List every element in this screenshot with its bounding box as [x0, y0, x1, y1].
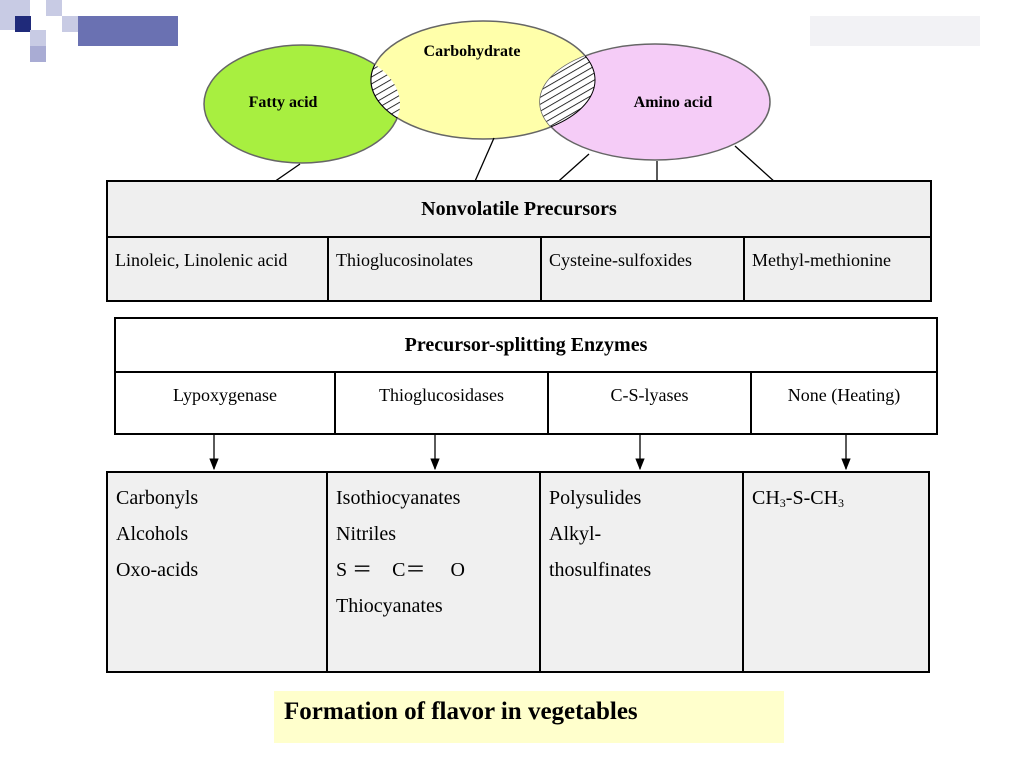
precursor-cell: Thioglucosinolates [327, 236, 542, 302]
products-col-3: Polysulides Alkyl- thosulfinates [539, 471, 744, 673]
logo-squares [0, 0, 178, 62]
products-table: Carbonyls Alcohols Oxo-acids Isothiocyan… [106, 471, 930, 673]
product-formula: CH3-S-CH3 [752, 487, 845, 510]
product-item: Thiocyanates [336, 595, 443, 617]
product-item: Carbonyls [116, 487, 199, 509]
precursors-table: Nonvolatile Precursors Linoleic, Linolen… [106, 180, 932, 302]
enzyme-cell: None (Heating) [750, 371, 938, 435]
product-item: Alkyl- [549, 523, 602, 545]
product-item: thosulfinates [549, 559, 652, 581]
decorative-bar [810, 16, 980, 46]
caption-box: Formation of flavor in vegetables [274, 691, 784, 743]
precursors-title: Nonvolatile Precursors [106, 180, 932, 238]
enzyme-cell: Thioglucosidases [334, 371, 549, 435]
product-item: Oxo-acids [116, 559, 199, 581]
label-carbohydrate: Carbohydrate [424, 43, 521, 60]
product-item: Isothiocyanates [336, 487, 461, 509]
precursor-cell: Cysteine-sulfoxides [540, 236, 745, 302]
enzymes-table: Precursor-splitting Enzymes Lypoxygenase… [114, 317, 938, 435]
overlap-fatty-carb [370, 45, 400, 140]
enzyme-cell: C-S-lyases [547, 371, 752, 435]
products-col-2: Isothiocyanates Nitriles S ＝ C＝ O Thiocy… [326, 471, 541, 673]
precursor-cell: Linoleic, Linolenic acid [106, 236, 329, 302]
label-fatty-acid: Fatty acid [249, 94, 318, 111]
product-item: Nitriles [336, 523, 396, 545]
precursor-cell: Methyl-methionine [743, 236, 932, 302]
enzyme-cell: Lypoxygenase [114, 371, 336, 435]
product-item: Polysulides [549, 487, 642, 509]
enzymes-title: Precursor-splitting Enzymes [114, 317, 938, 373]
products-col-4: CH3-S-CH3 [742, 471, 930, 673]
product-item: Alcohols [116, 523, 189, 545]
products-col-1: Carbonyls Alcohols Oxo-acids [106, 471, 328, 673]
overlap-carb-amino [540, 44, 596, 140]
product-item: S ＝ C＝ O [336, 559, 465, 581]
label-amino-acid: Amino acid [634, 94, 713, 111]
